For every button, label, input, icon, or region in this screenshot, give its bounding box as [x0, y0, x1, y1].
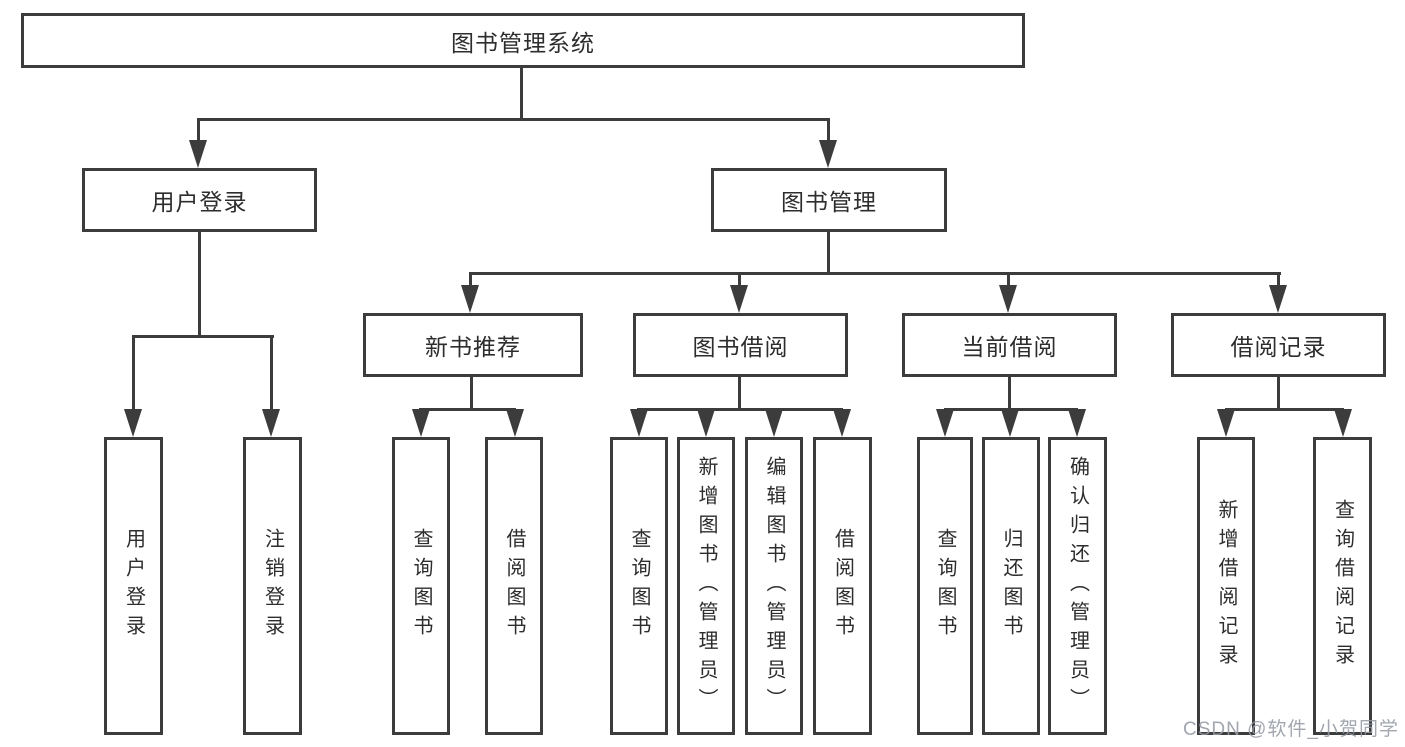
connector-line — [827, 232, 830, 272]
node-borrow-records: 借阅记录 — [1171, 313, 1386, 377]
connector-line — [198, 232, 201, 335]
leaf-add-book-admin: 新增图书（管理员） — [677, 437, 735, 735]
leaf-return-books: 归还图书 — [982, 437, 1040, 735]
arrowhead-icon — [1217, 409, 1235, 437]
arrowhead-icon — [1001, 409, 1019, 437]
arrowhead-icon — [819, 140, 837, 168]
arrowhead-icon — [1068, 409, 1086, 437]
leaf-query-books-borrowing-label: 查询图书 — [628, 528, 650, 644]
leaf-query-borrow-record-label: 查询借阅记录 — [1331, 499, 1354, 673]
arrowhead-icon — [506, 409, 524, 437]
leaf-query-borrow-record: 查询借阅记录 — [1313, 437, 1372, 735]
connector-line — [1007, 272, 1010, 288]
connector-line — [637, 408, 843, 411]
node-book-management-label: 图书管理 — [781, 189, 877, 215]
leaf-add-book-admin-label: 新增图书（管理员） — [695, 455, 717, 717]
leaf-logout-label: 注销登录 — [261, 528, 284, 644]
leaf-borrow-books-recommend: 借阅图书 — [485, 437, 543, 735]
leaf-confirm-return-admin-label: 确认归还（管理员） — [1066, 455, 1089, 717]
arrowhead-icon — [189, 140, 207, 168]
node-user-login-label: 用户登录 — [151, 189, 248, 215]
connector-line — [520, 68, 523, 118]
arrowhead-icon — [833, 409, 851, 437]
arrowhead-icon — [999, 285, 1017, 313]
connector-line — [132, 335, 274, 338]
leaf-user-login: 用户登录 — [104, 437, 163, 735]
connector-line — [419, 408, 516, 411]
connector-line — [1277, 272, 1280, 288]
connector-line — [469, 272, 1281, 275]
connector-line — [738, 272, 741, 288]
connector-line — [197, 118, 830, 121]
leaf-borrow-books-borrowing-label: 借阅图书 — [831, 528, 854, 644]
csdn-watermark: CSDN @软件_小贺同学 — [1183, 719, 1399, 740]
connector-line — [738, 377, 741, 408]
leaf-add-borrow-record: 新增借阅记录 — [1197, 437, 1255, 735]
connector-line — [470, 377, 473, 408]
arrowhead-icon — [630, 409, 648, 437]
arrowhead-icon — [765, 409, 783, 437]
arrowhead-icon — [697, 409, 715, 437]
connector-line — [827, 118, 830, 144]
node-library-system-label: 图书管理系统 — [451, 29, 595, 56]
connector-line — [469, 272, 472, 288]
arrowhead-icon — [262, 409, 280, 437]
node-current-borrowing-label: 当前借阅 — [961, 334, 1058, 360]
arrowhead-icon — [1269, 285, 1287, 313]
arrowhead-icon — [936, 409, 954, 437]
connector-line — [270, 335, 273, 411]
node-new-book-recommend: 新书推荐 — [363, 313, 583, 377]
node-book-borrowing: 图书借阅 — [633, 313, 848, 377]
node-borrow-records-label: 借阅记录 — [1230, 334, 1327, 360]
arrowhead-icon — [1334, 409, 1352, 437]
connector-line — [1225, 408, 1344, 411]
leaf-query-books-current: 查询图书 — [917, 437, 973, 735]
node-user-login: 用户登录 — [82, 168, 317, 232]
node-new-book-recommend-label: 新书推荐 — [425, 334, 521, 360]
leaf-confirm-return-admin: 确认归还（管理员） — [1048, 437, 1107, 735]
leaf-query-books-recommend-label: 查询图书 — [410, 528, 432, 644]
connector-line — [132, 335, 135, 411]
leaf-return-books-label: 归还图书 — [1000, 528, 1022, 644]
connector-line — [1008, 377, 1011, 408]
leaf-add-borrow-record-label: 新增借阅记录 — [1215, 499, 1237, 673]
leaf-borrow-books-recommend-label: 借阅图书 — [503, 528, 525, 644]
leaf-edit-book-admin-label: 编辑图书（管理员） — [763, 455, 785, 717]
node-current-borrowing: 当前借阅 — [902, 313, 1117, 377]
leaf-query-books-current-label: 查询图书 — [934, 528, 956, 644]
leaf-query-books-borrowing: 查询图书 — [610, 437, 668, 735]
leaf-query-books-recommend: 查询图书 — [392, 437, 450, 735]
leaf-logout: 注销登录 — [243, 437, 302, 735]
leaf-edit-book-admin: 编辑图书（管理员） — [745, 437, 803, 735]
node-book-borrowing-label: 图书借阅 — [692, 334, 789, 360]
node-library-system: 图书管理系统 — [21, 13, 1025, 68]
connector-line — [1277, 377, 1280, 408]
connector-line — [197, 118, 200, 144]
arrowhead-icon — [461, 285, 479, 313]
arrowhead-icon — [412, 409, 430, 437]
node-book-management: 图书管理 — [711, 168, 947, 232]
leaf-borrow-books-borrowing: 借阅图书 — [813, 437, 872, 735]
leaf-user-login-label: 用户登录 — [122, 528, 145, 644]
arrowhead-icon — [124, 409, 142, 437]
arrowhead-icon — [730, 285, 748, 313]
